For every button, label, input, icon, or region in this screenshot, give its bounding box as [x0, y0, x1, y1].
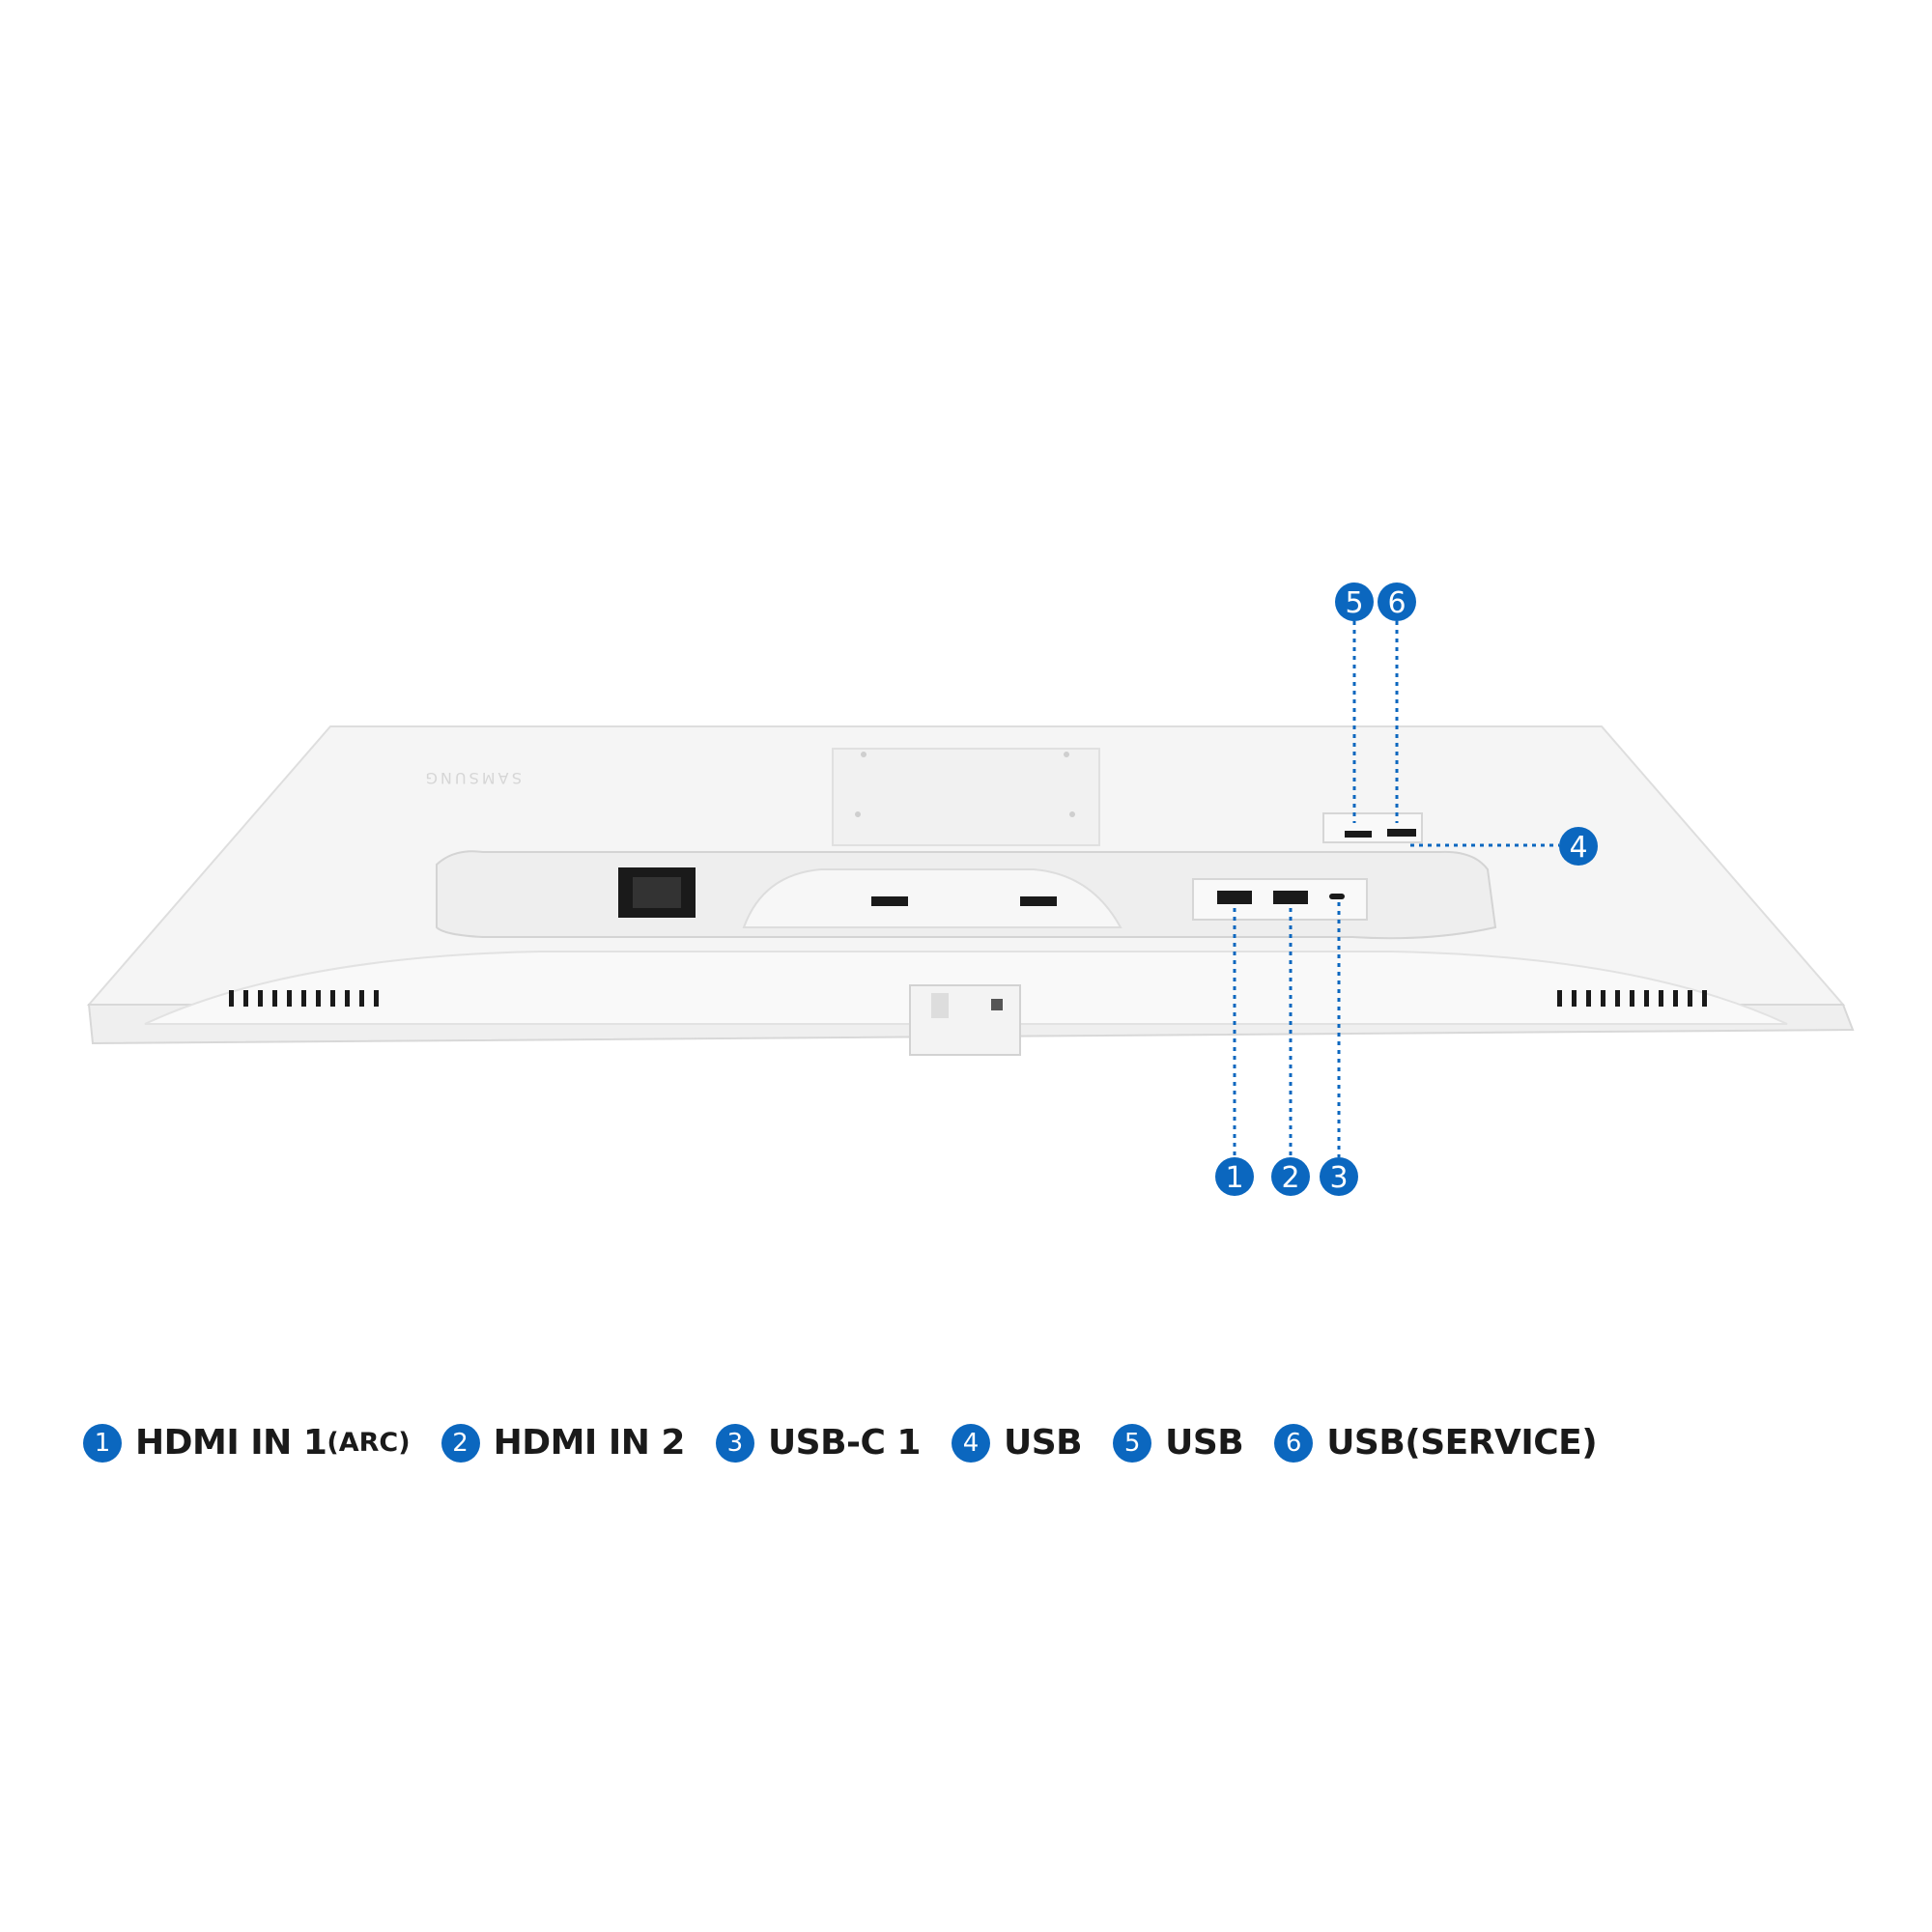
legend-item-5: 5 USB	[1113, 1423, 1244, 1463]
callout-5: 5	[1335, 582, 1374, 621]
legend-label-1: HDMI IN 1	[135, 1423, 327, 1463]
legend-badge-1: 1	[83, 1423, 122, 1463]
legend-item-6: 6 USB(SERVICE)	[1274, 1423, 1598, 1463]
legend-label-6: USB(SERVICE)	[1326, 1423, 1598, 1463]
monitor-back: SAMSUNG	[86, 725, 1855, 1056]
callout-4: 4	[1559, 827, 1598, 866]
callout-4-number: 4	[1569, 831, 1587, 865]
callout-2-number: 2	[1281, 1161, 1299, 1195]
legend-item-1: 1 HDMI IN 1 (ARC)	[83, 1423, 411, 1463]
usb-port-5	[1345, 831, 1372, 838]
callout-6-number: 6	[1387, 586, 1406, 620]
callout-3-number: 3	[1329, 1161, 1348, 1195]
usb-c-port	[1329, 894, 1345, 899]
stand-slot-left	[871, 896, 908, 906]
brand-logo: SAMSUNG	[423, 769, 522, 787]
callout-3: 3	[1320, 1157, 1358, 1196]
legend-badge-3: 3	[715, 1423, 754, 1463]
hdmi-2-port	[1273, 891, 1308, 904]
legend-badge-2: 2	[440, 1423, 480, 1463]
leader-lines	[1233, 621, 1559, 1157]
side-usb-plate	[1322, 812, 1423, 843]
stand-latch	[991, 999, 1003, 1010]
callout-5-number: 5	[1345, 586, 1363, 620]
callout-1-number: 1	[1225, 1161, 1243, 1195]
power-port-inner	[633, 877, 681, 908]
legend-item-4: 4 USB	[951, 1423, 1083, 1463]
callout-6: 6	[1378, 582, 1416, 621]
legend-badge-4: 4	[951, 1423, 990, 1463]
vesa-mount-area	[832, 748, 1100, 846]
callout-1: 1	[1215, 1157, 1254, 1196]
legend-label-2: HDMI IN 2	[493, 1423, 686, 1463]
legend-item-2: 2 HDMI IN 2	[440, 1423, 686, 1463]
vent-right	[1557, 990, 1707, 1007]
legend-label-3: USB-C 1	[767, 1423, 922, 1463]
stand-clip	[931, 993, 949, 1018]
legend-item-3: 3 USB-C 1	[715, 1423, 922, 1463]
port-legend: 1 HDMI IN 1 (ARC) 2 HDMI IN 2 3 USB-C 1 …	[83, 1423, 1628, 1463]
legend-label-4: USB	[1003, 1423, 1083, 1463]
center-stand-recess	[742, 868, 1122, 928]
usb-port-6	[1387, 829, 1416, 837]
legend-badge-6: 6	[1274, 1423, 1314, 1463]
hdmi-1-port	[1217, 891, 1252, 904]
stand-slot-right	[1020, 896, 1057, 906]
stand-neck	[909, 984, 1021, 1056]
legend-badge-5: 5	[1113, 1423, 1152, 1463]
legend-suffix-1: (ARC)	[327, 1428, 411, 1458]
vent-left	[229, 990, 379, 1007]
callout-2: 2	[1271, 1157, 1310, 1196]
vesa-screw-holes	[855, 752, 1075, 817]
legend-label-5: USB	[1165, 1423, 1244, 1463]
